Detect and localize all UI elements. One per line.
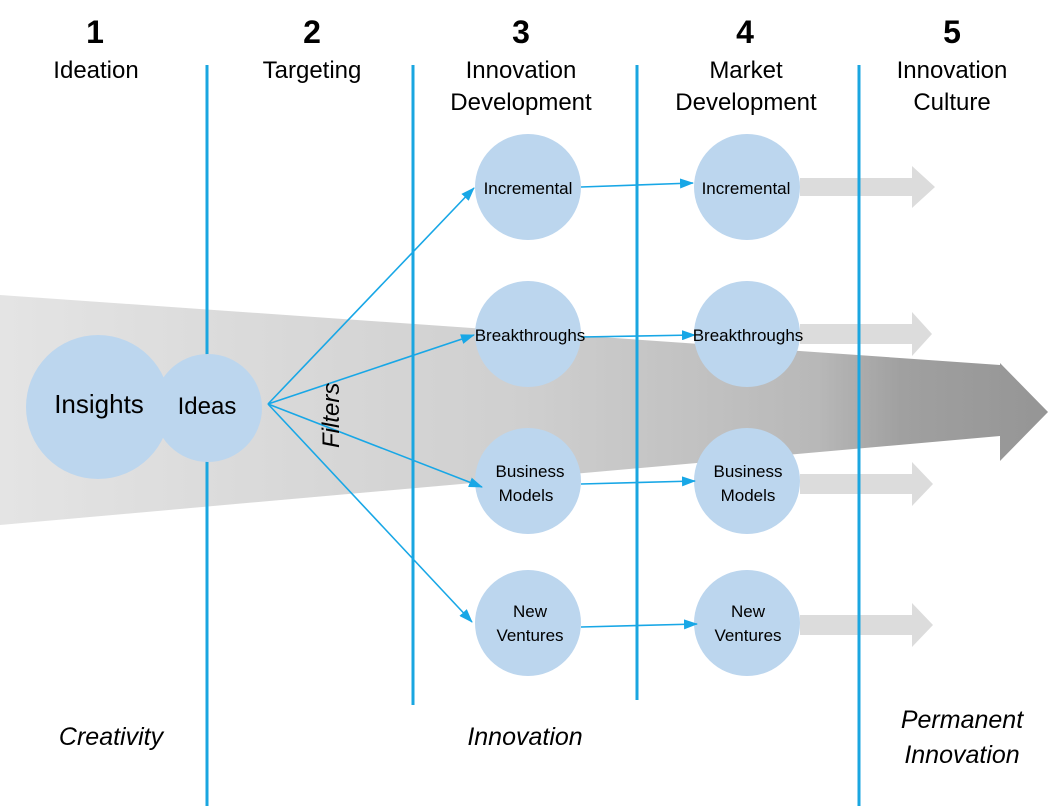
stage-title-line: Development (450, 89, 592, 116)
connector-incremental (580, 178, 694, 189)
market-business-models-label-line2: Models (721, 486, 776, 505)
stage-header-1: 1 Ideation (53, 14, 138, 84)
connector-ideas-new-ventures (267, 403, 473, 623)
market-new-ventures-label-line1: New (731, 602, 766, 621)
market-breakthroughs-circle (694, 281, 800, 387)
connector-breakthroughs (580, 330, 696, 341)
ideas-circle (154, 354, 262, 462)
ideas-label: Ideas (178, 393, 237, 420)
market-incremental-label: Incremental (702, 179, 791, 198)
insights-circle (26, 335, 170, 479)
permanent-innovation-label-line1: Permanent (901, 706, 1024, 734)
filters-label: Filters (318, 383, 345, 448)
dev-incremental-label: Incremental (484, 179, 573, 198)
market-new-ventures-label-line2: Ventures (714, 626, 781, 645)
dev-business-models-circle (475, 428, 581, 534)
continuation-arrow-business-models (800, 462, 933, 506)
stage-title-line: Market (709, 57, 783, 84)
dev-incremental-circle (475, 134, 581, 240)
connector-ideas-breakthroughs (267, 334, 475, 405)
innovation-label: Innovation (467, 723, 582, 751)
stage-title-line: Culture (913, 89, 990, 116)
market-business-models-circle (694, 428, 800, 534)
dev-business-models-label-line1: Business (496, 462, 565, 481)
connector-ideas-incremental (267, 187, 475, 405)
stage-title-line: Innovation (466, 57, 577, 84)
stage-number: 1 (86, 14, 104, 50)
market-new-ventures-circle (694, 570, 800, 676)
stage-header-5: 5 Innovation Culture (897, 14, 1008, 116)
connector-business-models (580, 476, 696, 487)
stage-header-3: 3 Innovation Development (450, 14, 592, 116)
insights-label: Insights (54, 389, 144, 419)
continuation-arrows (800, 166, 935, 647)
stage-number: 5 (943, 14, 961, 50)
creativity-label: Creativity (59, 723, 165, 751)
continuation-arrow-breakthroughs (800, 312, 932, 356)
connector-new-ventures (580, 619, 698, 630)
stage-number: 2 (303, 14, 321, 50)
stage-number: 3 (512, 14, 530, 50)
dev-new-ventures-label-line2: Ventures (496, 626, 563, 645)
continuation-arrow-new-ventures (800, 603, 933, 647)
connectors (267, 178, 698, 630)
market-incremental-circle (694, 134, 800, 240)
stage-header-4: 4 Market Development (675, 14, 817, 116)
stage-number: 4 (736, 14, 754, 50)
stage-title-line: Development (675, 89, 817, 116)
connector-ideas-business-models (267, 403, 483, 488)
market-breakthroughs-label: Breakthroughs (693, 326, 804, 345)
permanent-innovation-label-line2: Innovation (904, 741, 1019, 769)
dev-breakthroughs-label: Breakthroughs (475, 326, 586, 345)
stage-title-line: Targeting (263, 57, 362, 84)
stage-header-2: 2 Targeting (263, 14, 362, 84)
stage-title-line: Ideation (53, 57, 138, 84)
stage-title-line: Innovation (897, 57, 1008, 84)
continuation-arrow-incremental (800, 166, 935, 208)
market-business-models-label-line1: Business (714, 462, 783, 481)
dev-breakthroughs-circle (475, 281, 581, 387)
dev-business-models-label-line2: Models (499, 486, 554, 505)
dev-new-ventures-label-line1: New (513, 602, 548, 621)
dev-new-ventures-circle (475, 570, 581, 676)
